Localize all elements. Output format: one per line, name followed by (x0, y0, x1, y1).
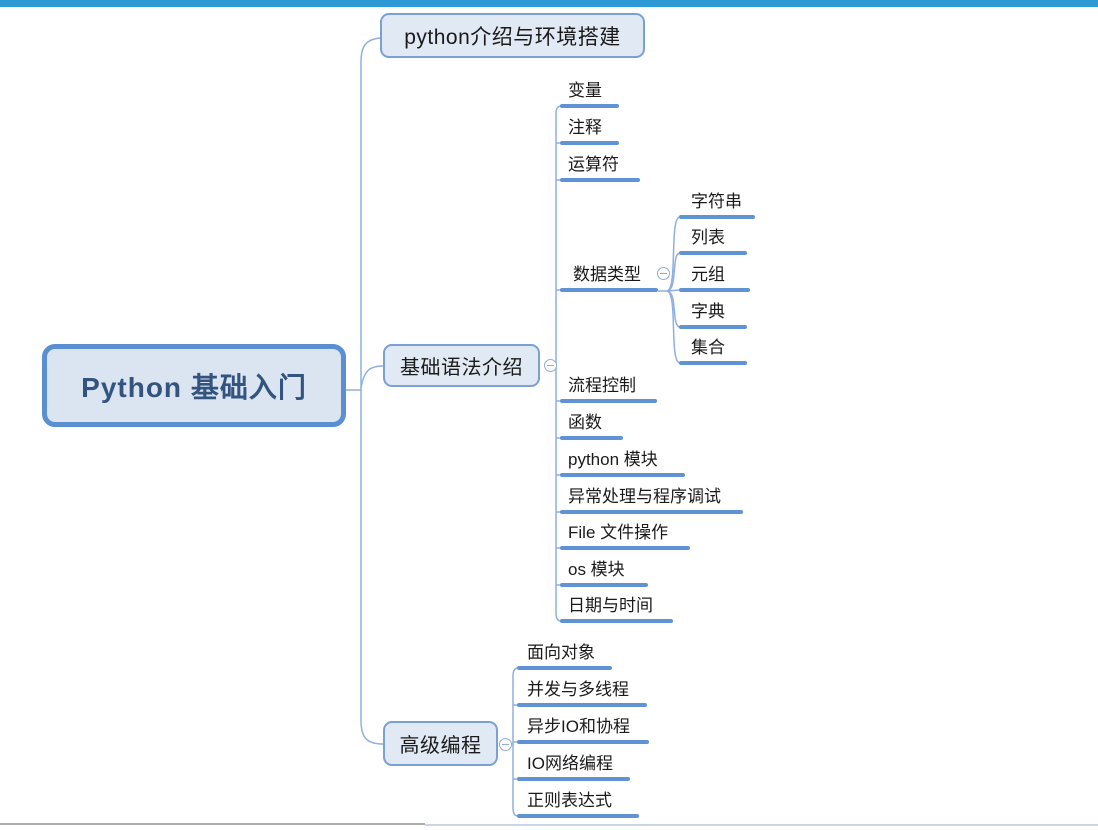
topic-label: 字符串 (691, 192, 742, 211)
topic-async-io[interactable]: 异步IO和协程 (517, 716, 649, 744)
collapse-minus-icon[interactable] (499, 738, 512, 751)
bottom-divider-right (425, 824, 1098, 826)
collapse-minus-icon[interactable] (544, 359, 557, 372)
topic-label: 运算符 (568, 155, 619, 174)
bottom-divider-left (0, 823, 425, 825)
minus-glyph (502, 743, 509, 746)
topic-label: 日期与时间 (568, 596, 653, 615)
topic-underline (560, 619, 673, 623)
topic-label: 异常处理与程序调试 (568, 487, 721, 506)
topic-comment[interactable]: 注释 (560, 117, 619, 145)
topic-label: 元组 (691, 265, 725, 284)
topic-label: 列表 (691, 228, 725, 247)
basic-syntax-connector-line (360, 365, 384, 389)
topic-underline (560, 583, 648, 587)
topic-underline (679, 251, 747, 255)
topic-label: IO网络编程 (527, 754, 613, 773)
topic-underline (560, 473, 685, 477)
topic-label: 数据类型 (573, 265, 641, 284)
topic-underline (517, 740, 649, 744)
topic-label: 流程控制 (568, 376, 636, 395)
topic-operator[interactable]: 运算符 (560, 154, 640, 182)
topic-oop[interactable]: 面向对象 (517, 642, 612, 670)
topic-underline (560, 399, 657, 403)
topic-label: File 文件操作 (568, 523, 669, 542)
root-topic[interactable]: Python 基础入门 (42, 344, 346, 427)
topic-label: 异步IO和协程 (527, 717, 630, 736)
topic-intro[interactable]: python介绍与环境搭建 (380, 13, 645, 58)
collapse-minus-icon[interactable] (657, 267, 670, 280)
root-topic-label: Python 基础入门 (81, 371, 307, 403)
topic-underline (560, 288, 658, 292)
topic-underline (679, 325, 747, 329)
topic-data-type[interactable]: 数据类型 (560, 264, 658, 292)
top-accent-bar (0, 0, 1098, 7)
topic-variable[interactable]: 变量 (560, 80, 619, 108)
topic-intro-label: python介绍与环境搭建 (404, 25, 621, 49)
topic-python-module[interactable]: python 模块 (560, 449, 685, 477)
topic-underline (560, 104, 619, 108)
topic-list[interactable]: 列表 (679, 227, 747, 255)
topic-os-module[interactable]: os 模块 (560, 559, 648, 587)
topic-underline (517, 666, 612, 670)
topic-underline (679, 361, 747, 365)
topic-string[interactable]: 字符串 (679, 191, 755, 219)
minus-glyph (660, 272, 667, 275)
topic-network-io[interactable]: IO网络编程 (517, 753, 630, 781)
topic-advanced[interactable]: 高级编程 (383, 721, 498, 766)
topic-regex[interactable]: 正则表达式 (517, 790, 639, 818)
topic-label: 字典 (691, 302, 725, 321)
topic-underline (517, 814, 639, 818)
topic-underline (517, 777, 630, 781)
topic-concurrency[interactable]: 并发与多线程 (517, 679, 647, 707)
topic-underline (560, 178, 640, 182)
trunk-line (360, 37, 384, 745)
topic-dict[interactable]: 字典 (679, 301, 747, 329)
topic-tuple[interactable]: 元组 (679, 264, 750, 292)
topic-label: 注释 (568, 118, 602, 137)
topic-flow-control[interactable]: 流程控制 (560, 375, 657, 403)
topic-label: os 模块 (568, 560, 625, 579)
topic-underline (679, 288, 750, 292)
topic-datetime[interactable]: 日期与时间 (560, 595, 673, 623)
topic-underline (560, 436, 623, 440)
minus-glyph (547, 364, 554, 367)
topic-file-ops[interactable]: File 文件操作 (560, 522, 690, 550)
topic-basic-syntax-label: 基础语法介绍 (400, 357, 523, 379)
topic-basic-syntax[interactable]: 基础语法介绍 (383, 344, 540, 387)
topic-label: 变量 (568, 81, 602, 100)
topic-underline (560, 510, 743, 514)
topic-set[interactable]: 集合 (679, 337, 747, 365)
topic-underline (560, 141, 619, 145)
topic-label: 集合 (691, 338, 725, 357)
topic-underline (560, 546, 690, 550)
topic-advanced-label: 高级编程 (399, 735, 482, 757)
topic-underline (679, 215, 755, 219)
topic-label: 正则表达式 (527, 791, 612, 810)
topic-underline (517, 703, 647, 707)
topic-label: 面向对象 (527, 643, 595, 662)
topic-label: python 模块 (568, 450, 658, 469)
topic-label: 函数 (568, 413, 602, 432)
topic-function[interactable]: 函数 (560, 412, 623, 440)
topic-exception-debug[interactable]: 异常处理与程序调试 (560, 486, 743, 514)
topic-label: 并发与多线程 (527, 680, 629, 699)
